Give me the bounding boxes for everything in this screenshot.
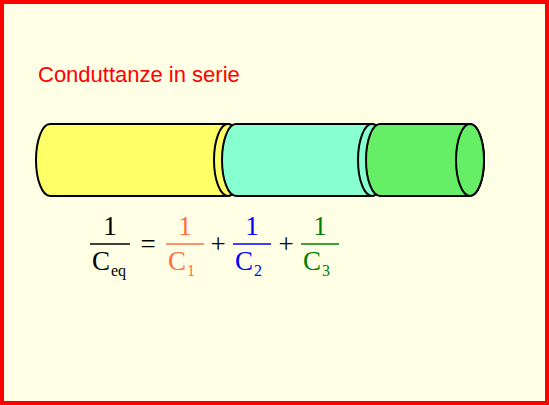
fraction-bar — [166, 243, 204, 245]
symbol: C — [235, 248, 253, 275]
fraction-bar — [233, 243, 271, 245]
conductor-cylinders — [36, 124, 484, 196]
cylinder-body — [222, 124, 386, 196]
numerator: 1 — [245, 213, 259, 240]
cylinder-body — [36, 124, 242, 196]
cylinder-cap — [456, 124, 484, 196]
fraction-bar — [301, 243, 339, 245]
numerator: 1 — [103, 213, 117, 240]
numerator: 1 — [178, 213, 192, 240]
symbol: C — [168, 248, 186, 275]
fraction-bar — [90, 243, 130, 245]
symbol: C — [303, 248, 321, 275]
operator: = — [140, 231, 155, 258]
subscript: eq — [111, 263, 126, 279]
numerator: 1 — [313, 213, 327, 240]
operator: + — [278, 231, 293, 258]
subscript: 1 — [187, 263, 195, 279]
operator: + — [210, 231, 225, 258]
symbol: C — [92, 248, 110, 275]
cylinder-body — [366, 124, 484, 196]
subscript: 3 — [322, 263, 330, 279]
subscript: 2 — [254, 263, 262, 279]
title: Conduttanze in serie — [38, 64, 240, 86]
